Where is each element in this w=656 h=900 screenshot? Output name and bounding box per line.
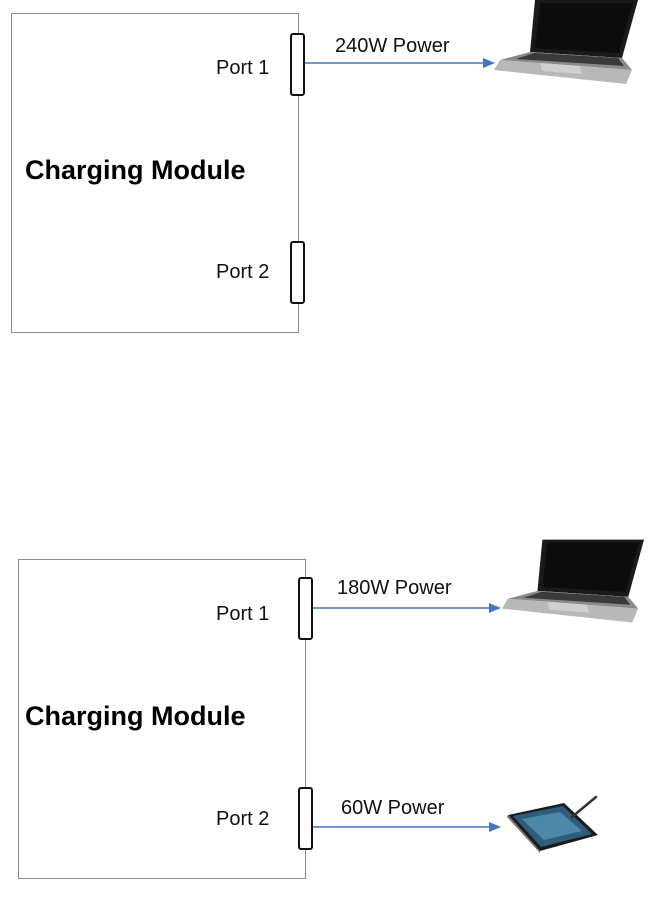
laptop-icon	[494, 0, 638, 84]
tablet-icon	[507, 795, 598, 853]
power-label-port2-2: 60W Power	[341, 797, 445, 819]
laptop-icon	[501, 539, 645, 623]
module-title-1: Charging Module	[25, 155, 246, 185]
arrow-port1-2	[313, 603, 501, 613]
charging-module-box-1	[11, 13, 299, 333]
port1-slot-1	[290, 33, 305, 96]
port2-label-2: Port 2	[216, 808, 270, 830]
port1-label-1: Port 1	[216, 57, 270, 79]
port2-slot-1	[290, 241, 305, 304]
port2-slot-2	[298, 787, 313, 850]
arrow-port2-2	[313, 822, 501, 832]
port2-label-1: Port 2	[216, 261, 270, 283]
port1-slot-2	[298, 577, 313, 640]
power-label-port1-2: 180W Power	[337, 577, 452, 599]
power-label-port1-1: 240W Power	[335, 35, 450, 57]
port1-label-2: Port 1	[216, 603, 270, 625]
arrow-port1-1	[305, 58, 495, 68]
module-title-2: Charging Module	[25, 701, 246, 731]
charging-module-box-2	[18, 559, 306, 879]
